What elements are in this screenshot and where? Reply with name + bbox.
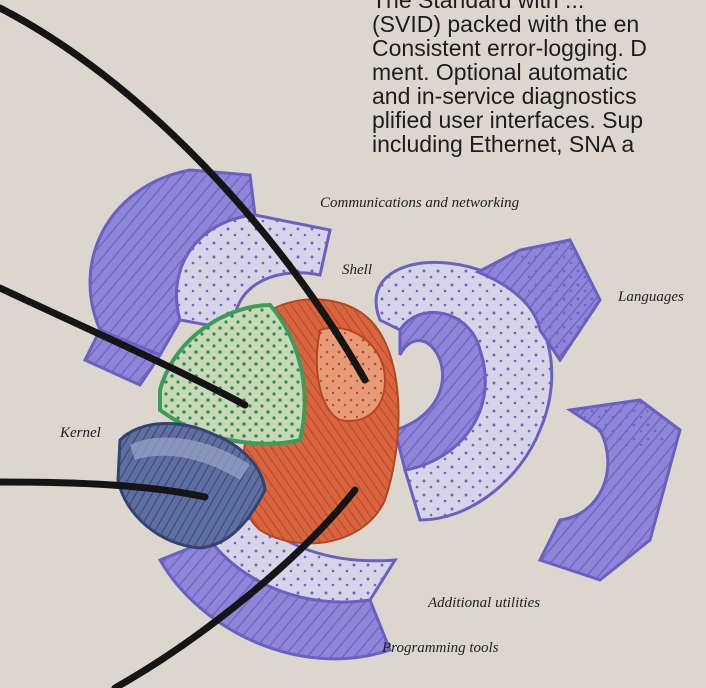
- languages-ring-segment: [376, 240, 600, 520]
- label-programming-tools: Programming tools: [382, 640, 499, 657]
- body-text-line: (SVID) packed with the en: [372, 12, 706, 36]
- label-additional-utilities: Additional utilities: [428, 595, 540, 612]
- label-shell: Shell: [342, 262, 372, 279]
- body-text-line: ment. Optional automatic: [372, 60, 706, 84]
- body-text-block: The Standard with ... (SVID) packed with…: [372, 0, 706, 156]
- body-text-line: plified user interfaces. Sup: [372, 108, 706, 132]
- body-text-line: Consistent error-logging. D: [372, 36, 706, 60]
- body-text-line: including Ethernet, SNA a: [372, 132, 706, 156]
- body-text-line: and in-service diagnostics: [372, 84, 706, 108]
- label-kernel: Kernel: [60, 425, 101, 442]
- label-languages: Languages: [618, 289, 684, 306]
- utilities-ring-segment: [540, 400, 680, 580]
- label-communications: Communications and networking: [320, 195, 519, 212]
